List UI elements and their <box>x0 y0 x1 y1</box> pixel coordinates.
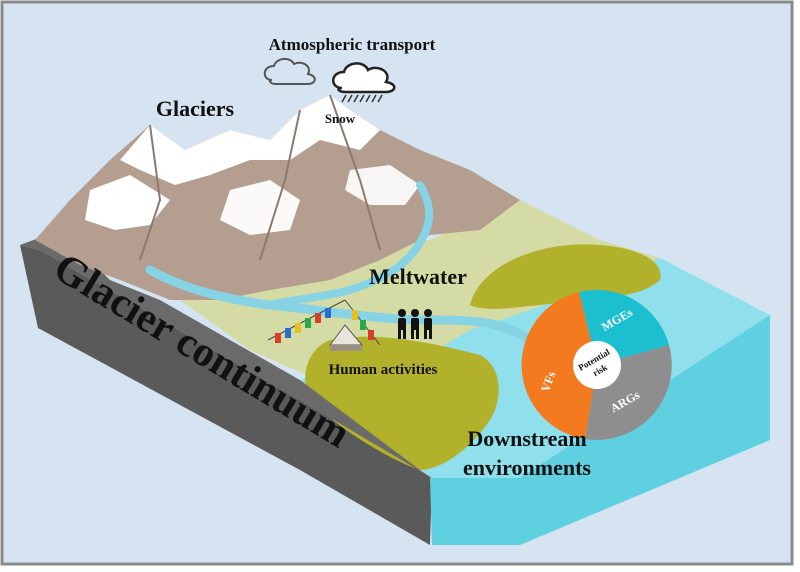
label-human-activities: Human activities <box>329 362 438 378</box>
river-main <box>266 181 434 309</box>
prayer-flags-icon <box>267 299 381 346</box>
label-glaciers: Glaciers <box>156 96 235 121</box>
risk-center <box>573 341 621 389</box>
river-lower <box>145 265 535 345</box>
rock-foreground <box>20 230 432 478</box>
ridge-line-1 <box>139 124 162 261</box>
ridge-line-2 <box>259 109 301 261</box>
label-snow: Snow <box>325 111 356 126</box>
people-icon <box>398 309 432 339</box>
label-downstream-line2: environments <box>463 455 591 480</box>
cloud-icon <box>263 58 316 85</box>
land-light <box>180 200 660 390</box>
label-meltwater: Meltwater <box>369 264 467 289</box>
risk-segment-vfs <box>521 292 597 439</box>
snow-cap-left <box>85 175 170 230</box>
risk-label-vfs: VFs <box>538 369 558 394</box>
snow-cap-main <box>120 95 380 185</box>
rain-cloud-icon <box>332 62 396 103</box>
land-olive-2 <box>305 336 499 470</box>
tent-icon <box>329 324 364 351</box>
label-atmospheric-transport: Atmospheric transport <box>269 35 436 54</box>
rock-side-face <box>20 245 432 545</box>
risk-wheel: Potential risk MGEs ARGs VFs <box>521 289 672 440</box>
ridge-line-3 <box>329 94 381 251</box>
label-downstream-line1: Downstream <box>467 426 586 451</box>
